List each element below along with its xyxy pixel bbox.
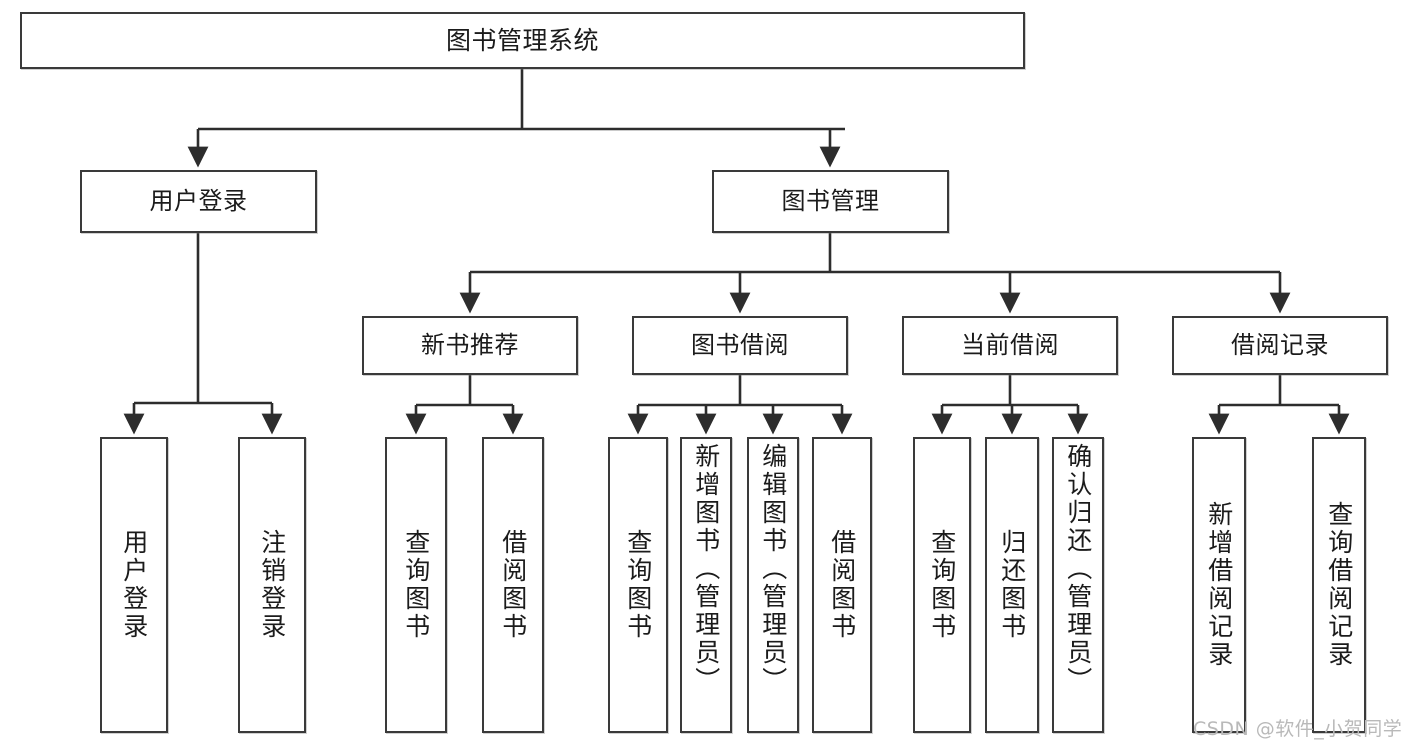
node-label: 借阅记录	[1231, 331, 1329, 360]
node-label: 图书管理	[781, 187, 880, 216]
node-level3-book-borrow[interactable]: 图书借阅	[632, 316, 848, 375]
node-leaf-query-book-current[interactable]: 查询图书	[913, 437, 971, 733]
node-root[interactable]: 图书管理系统	[20, 12, 1025, 69]
node-label: 图书借阅	[691, 331, 789, 360]
node-label: 查询图书	[927, 529, 957, 641]
node-leaf-user-login[interactable]: 用户登录	[100, 437, 168, 733]
csdn-watermark: CSDN @软件_小贺同学	[1193, 718, 1403, 740]
node-label: 注销登录	[257, 529, 287, 641]
node-leaf-add-book-admin[interactable]: 新增图书（管理员）	[680, 437, 732, 733]
node-level3-current-borrow[interactable]: 当前借阅	[902, 316, 1118, 375]
node-label: 编辑图书（管理员）	[758, 443, 788, 695]
node-level2-book-management[interactable]: 图书管理	[712, 170, 949, 233]
node-label: 新增图书（管理员）	[691, 443, 721, 695]
node-leaf-return-book[interactable]: 归还图书	[985, 437, 1039, 733]
node-label: 归还图书	[997, 529, 1027, 641]
node-label: 图书管理系统	[445, 25, 599, 55]
node-level3-borrow-record[interactable]: 借阅记录	[1172, 316, 1388, 375]
node-leaf-logout[interactable]: 注销登录	[238, 437, 306, 733]
node-level3-new-book-recommend[interactable]: 新书推荐	[362, 316, 578, 375]
node-label: 查询图书	[401, 529, 431, 641]
node-label: 查询图书	[623, 529, 653, 641]
node-leaf-query-book-borrow[interactable]: 查询图书	[608, 437, 668, 733]
node-leaf-query-borrow-record[interactable]: 查询借阅记录	[1312, 437, 1366, 733]
node-label: 借阅图书	[827, 529, 857, 641]
node-label: 新书推荐	[421, 331, 519, 360]
node-leaf-add-borrow-record[interactable]: 新增借阅记录	[1192, 437, 1246, 733]
node-leaf-edit-book-admin[interactable]: 编辑图书（管理员）	[747, 437, 799, 733]
node-label: 用户登录	[149, 187, 248, 216]
node-label: 查询借阅记录	[1324, 501, 1354, 669]
node-leaf-borrow-book-recommend[interactable]: 借阅图书	[482, 437, 544, 733]
node-label: 借阅图书	[498, 529, 528, 641]
node-level2-user-login[interactable]: 用户登录	[80, 170, 317, 233]
node-leaf-confirm-return-admin[interactable]: 确认归还（管理员）	[1052, 437, 1104, 733]
node-label: 用户登录	[119, 529, 149, 641]
node-leaf-query-book-recommend[interactable]: 查询图书	[385, 437, 447, 733]
node-leaf-borrow-book[interactable]: 借阅图书	[812, 437, 872, 733]
node-label: 确认归还（管理员）	[1063, 443, 1093, 695]
node-label: 当前借阅	[961, 331, 1059, 360]
node-label: 新增借阅记录	[1204, 501, 1234, 669]
